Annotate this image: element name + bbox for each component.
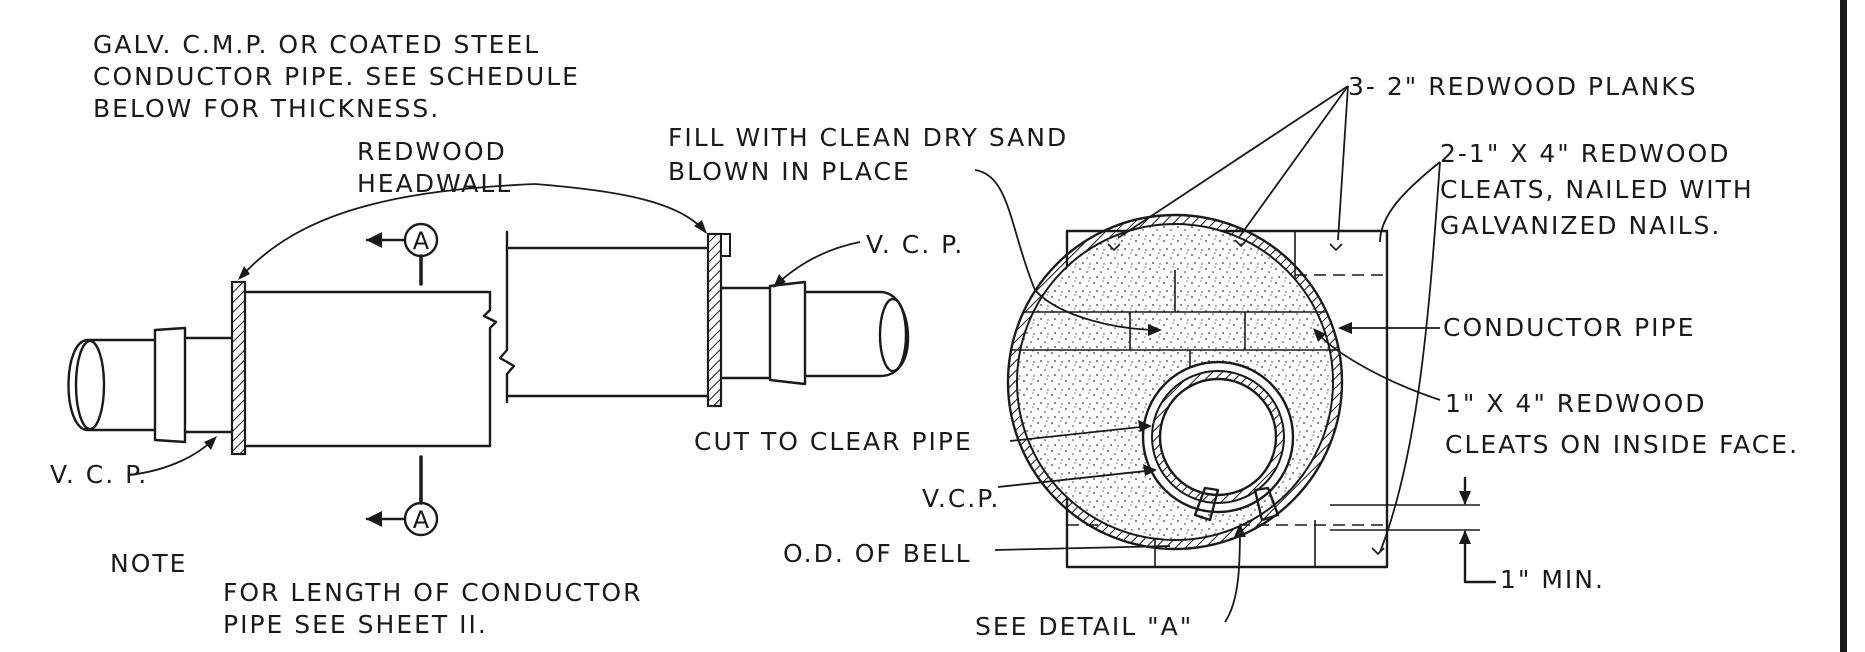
vcp-pipe-left (67, 326, 234, 444)
headwall-label-line-2: HEADWALL (357, 169, 512, 198)
min-dim-label: 1" MIN. (1500, 565, 1605, 594)
cleats-outer-label: 2-1" X 4" REDWOOD CLEATS, NAILED WITH GA… (1440, 139, 1754, 240)
cleats-outer-line-2: CLEATS, NAILED WITH (1440, 175, 1754, 204)
section-mark-bottom: A (365, 455, 439, 537)
section-view (974, 85, 1497, 623)
note-title: NOTE (110, 549, 187, 578)
vcp-pipe-right (719, 280, 910, 386)
cut-note: CUT TO CLEAR PIPE (694, 427, 973, 456)
note-text: FOR LENGTH OF CONDUCTOR PIPE SEE SHEET I… (223, 578, 642, 639)
fill-note: FILL WITH CLEAN DRY SAND BLOWN IN PLACE (668, 123, 1068, 186)
od-bell-label: O.D. OF BELL (783, 539, 972, 568)
fill-note-line-1: FILL WITH CLEAN DRY SAND (668, 123, 1068, 152)
cleats-outer-line-3: GALVANIZED NAILS. (1440, 211, 1721, 240)
note-text-line-2: PIPE SEE SHEET II. (223, 610, 488, 639)
conductor-note-line-1: GALV. C.M.P. OR COATED STEEL (93, 30, 540, 59)
note-text-line-1: FOR LENGTH OF CONDUCTOR (223, 578, 642, 607)
headwall-right (706, 232, 723, 408)
vcp-left-label: V. C. P. (50, 460, 148, 489)
elevation-view: A A (67, 183, 910, 537)
cleats-inner-line-1: 1" X 4" REDWOOD (1445, 389, 1707, 418)
headwall-left (230, 280, 247, 456)
conductor-pipe-label: CONDUCTOR PIPE (1443, 313, 1695, 342)
planks-label: 3- 2" REDWOOD PLANKS (1348, 72, 1698, 101)
conductor-pipe-elevation (243, 230, 710, 448)
detail-label: SEE DETAIL "A" (975, 612, 1193, 641)
section-mark-top: A (365, 222, 439, 286)
conductor-note-line-3: BELOW FOR THICKNESS. (93, 94, 440, 123)
headwall-label-line-1: REDWOOD (357, 137, 507, 166)
conductor-note-line-2: CONDUCTOR PIPE. SEE SCHEDULE (93, 62, 580, 91)
section-mark-bottom-label: A (413, 506, 430, 534)
cleats-inner-line-2: CLEATS ON INSIDE FACE. (1445, 430, 1799, 459)
cleats-outer-line-1: 2-1" X 4" REDWOOD (1440, 139, 1730, 168)
cleats-inner-label: 1" X 4" REDWOOD CLEATS ON INSIDE FACE. (1445, 389, 1799, 459)
headwall-label: REDWOOD HEADWALL (357, 137, 512, 198)
fill-note-line-2: BLOWN IN PLACE (668, 157, 911, 186)
vcp-pipe-section (1158, 377, 1278, 497)
vcp-section-label: V.C.P. (922, 484, 1000, 513)
section-mark-top-label: A (413, 227, 430, 255)
sheet-border (1840, 0, 1847, 652)
vcp-right-label: V. C. P. (866, 230, 964, 259)
conductor-note: GALV. C.M.P. OR COATED STEEL CONDUCTOR P… (93, 30, 580, 123)
